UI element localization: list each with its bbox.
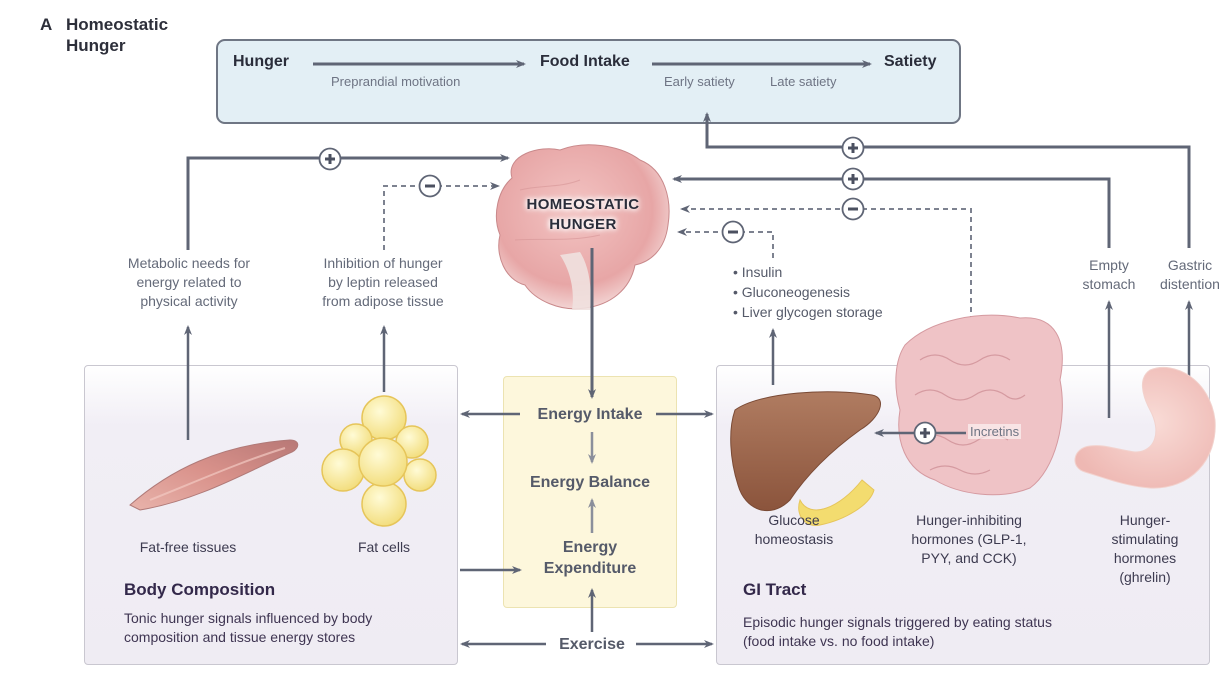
- liver-illustration: [730, 391, 881, 526]
- incretins-label: Incretins: [968, 424, 1022, 439]
- empty-stomach-label: Empty stomach: [1074, 256, 1144, 294]
- panel-title-line1: Homeostatic: [66, 15, 169, 34]
- energy-expenditure-label: Energy Expenditure: [503, 537, 677, 579]
- bullet-item: • Liver glycogen storage: [733, 304, 883, 320]
- exercise-label: Exercise: [548, 634, 636, 655]
- gastric-distention-label: Gastric distention: [1150, 256, 1224, 294]
- step-food-intake: Food Intake: [540, 53, 630, 70]
- metabolic-needs-path: [186, 154, 510, 250]
- inhibiting-line1: Hunger-inhibiting: [916, 512, 1022, 528]
- fat-free-tissues-label: Fat-free tissues: [139, 539, 237, 555]
- hunger-sequence-box: [216, 39, 961, 124]
- brain-label-line2: HUNGER: [549, 216, 617, 233]
- leptin-path: [383, 182, 500, 250]
- stimulating-line1: Hunger-: [1119, 512, 1171, 528]
- plus-sign-incretins: [913, 421, 937, 450]
- early-satiety-label: Early satiety: [664, 74, 735, 89]
- empty-stomach-line2: stomach: [1082, 276, 1136, 292]
- inhibiting-line2: hormones (GLP-1,: [911, 531, 1027, 547]
- gastric-line1: Gastric: [1167, 257, 1213, 273]
- leptin-line3: from adipose tissue: [322, 293, 444, 309]
- gi-tract-title: GI Tract: [743, 580, 807, 599]
- metabolic-line2: energy related to: [136, 274, 242, 290]
- step-hunger: Hunger: [233, 53, 289, 70]
- gi-tract-description: Episodic hunger signals triggered by eat…: [743, 613, 1052, 651]
- empty-stomach-line1: Empty: [1089, 257, 1129, 273]
- stimulating-line4: (ghrelin): [1119, 569, 1171, 585]
- gi-desc-line1: Episodic hunger signals triggered by eat…: [743, 614, 1052, 630]
- plus-sign-empty-stomach: [841, 167, 865, 196]
- preprandial-label: Preprandial motivation: [331, 74, 461, 89]
- plus-sign-metabolic: [318, 147, 342, 176]
- body-desc-line1: Tonic hunger signals influenced by body: [124, 610, 373, 626]
- brain-illustration: [495, 144, 670, 310]
- fat-cells-label: Fat cells: [357, 539, 411, 555]
- brain-label: HOMEOSTATIC HUNGER: [508, 195, 658, 235]
- plus-sign-gastric: [841, 136, 865, 165]
- leptin-label: Inhibition of hunger by leptin released …: [298, 254, 468, 311]
- energy-balance-label: Energy Balance: [529, 474, 651, 491]
- metabolic-needs-label: Metabolic needs for energy related to ph…: [104, 254, 274, 311]
- energy-intake-label: Energy Intake: [537, 406, 643, 423]
- metabolic-line3: physical activity: [140, 293, 238, 309]
- bullet-gluconeogenesis: Gluconeogenesis: [741, 284, 850, 300]
- muscle-illustration: [129, 439, 299, 511]
- step-satiety: Satiety: [884, 53, 937, 70]
- stimulating-line3: hormones: [1113, 550, 1177, 566]
- leptin-line1: Inhibition of hunger: [323, 255, 443, 271]
- minus-sign-leptin: [418, 174, 442, 203]
- metabolic-line1: Metabolic needs for: [127, 255, 251, 271]
- inhibiting-line3: PYY, and CCK): [921, 550, 1017, 566]
- intestine-illustration: [895, 314, 1063, 496]
- expenditure-line2: Expenditure: [543, 560, 637, 577]
- hunger-stimulating-label: Hunger- stimulating hormones (ghrelin): [1090, 511, 1200, 587]
- leptin-line2: by leptin released: [328, 274, 438, 290]
- panel-title-line2: Hunger: [66, 36, 126, 55]
- glucose-line2: homeostasis: [754, 531, 834, 547]
- hunger-inhibiting-path: [680, 205, 972, 330]
- bullet-liver-glycogen: Liver glycogen storage: [741, 304, 883, 320]
- minus-sign-glucose: [721, 220, 745, 249]
- expenditure-line1: Energy: [562, 539, 618, 556]
- glucose-line1: Glucose: [768, 512, 820, 528]
- stomach-illustration: [1074, 366, 1216, 489]
- empty-stomach-path: [672, 175, 1111, 248]
- bullet-insulin: Insulin: [741, 264, 783, 280]
- body-composition-description: Tonic hunger signals influenced by body …: [124, 609, 372, 647]
- hunger-inhibiting-label: Hunger-inhibiting hormones (GLP-1, PYY, …: [894, 511, 1044, 568]
- glucose-bullet-list: • Insulin • Gluconeogenesis • Liver glyc…: [733, 262, 883, 322]
- fat-cells-illustration: [321, 395, 437, 527]
- bullet-item: • Gluconeogenesis: [733, 284, 850, 300]
- body-desc-line2: composition and tissue energy stores: [124, 629, 356, 645]
- brain-label-line1: HOMEOSTATIC: [526, 196, 640, 213]
- gastric-distention-path: [703, 112, 1191, 248]
- stimulating-line2: stimulating: [1111, 531, 1179, 547]
- late-satiety-label: Late satiety: [770, 74, 837, 89]
- gi-desc-line2: (food intake vs. no food intake): [743, 633, 935, 649]
- gastric-line2: distention: [1160, 276, 1220, 292]
- energy-balance-box: [503, 376, 677, 608]
- panel-letter: A: [40, 15, 53, 34]
- bullet-item: • Insulin: [733, 264, 783, 280]
- minus-sign-hormones: [841, 197, 865, 226]
- body-composition-title: Body Composition: [124, 580, 276, 599]
- glucose-homeostasis-label: Glucose homeostasis: [744, 511, 844, 549]
